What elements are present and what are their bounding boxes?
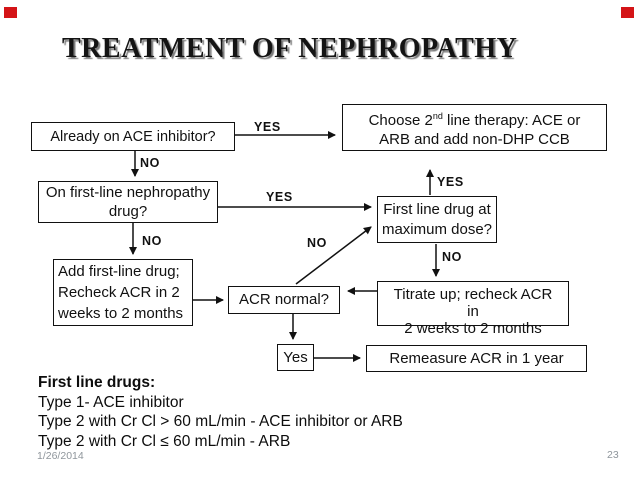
notes-line-type2-le60: Type 2 with Cr Cl ≤ 60 mL/min - ARB xyxy=(38,432,291,450)
flow-box-add-firstline-drug: Add first-line drug; Recheck ACR in 2 we… xyxy=(53,259,193,326)
edge-label-yes-top: YES xyxy=(254,120,281,134)
flow-box-text-line2: in xyxy=(467,303,479,320)
edge-label-yes-up-arrow: YES xyxy=(437,175,464,189)
flow-box-on-firstline-drug: On first-line nephropathy drug? xyxy=(38,181,218,223)
flow-box-text-line1: First line drug at xyxy=(383,200,491,218)
flow-box-text: Remeasure ACR in 1 year xyxy=(389,349,564,367)
flow-box-text-line2: ARB and add non-DHP CCB xyxy=(379,130,570,148)
flow-box-text-line1: Titrate up; recheck ACR xyxy=(393,286,553,303)
footer-date: 1/26/2014 xyxy=(37,450,84,462)
red-corner-marker-right xyxy=(621,7,634,18)
flow-box-text-line2: drug? xyxy=(108,203,148,220)
flow-box-text-line3: weeks to 2 months xyxy=(58,305,184,322)
edge-label-no-below-already: NO xyxy=(140,156,160,170)
flow-box-text: Yes xyxy=(283,348,308,366)
notes-line-type1: Type 1- ACE inhibitor xyxy=(38,393,184,411)
edge-label-no-below-firstlineq: NO xyxy=(142,234,162,248)
flow-box-text-line1: Choose 2nd line therapy: ACE or xyxy=(368,110,581,129)
flow-box-text-line1: On first-line nephropathy xyxy=(45,184,211,201)
edge-label-no-diagonal: NO xyxy=(307,236,327,250)
notes-heading: First line drugs: xyxy=(38,374,156,391)
slide-title: TREATMENT OF NEPHROPATHY xyxy=(62,33,518,64)
flow-box-max-dose: First line drug at maximum dose? xyxy=(377,196,497,243)
flow-box-remeasure-acr: Remeasure ACR in 1 year xyxy=(366,345,587,372)
flow-box-yes: Yes xyxy=(277,344,314,371)
red-corner-marker-left xyxy=(4,7,17,18)
flow-box-text-line1: Add first-line drug; xyxy=(58,263,180,280)
flow-box-titrate-up: Titrate up; recheck ACR in 2 weeks to 2 … xyxy=(377,281,569,337)
edge-label-yes-middle: YES xyxy=(266,190,293,204)
first-line-drugs-notes: First line drugs: Type 1- ACE inhibitor … xyxy=(38,373,403,451)
flow-box-already-on-ace: Already on ACE inhibitor? xyxy=(31,122,235,151)
footer-page-number: 23 xyxy=(607,449,619,461)
flow-box-acr-normal: ACR normal? xyxy=(228,286,340,314)
flow-box-text-line2: maximum dose? xyxy=(381,220,493,238)
flow-box-text: ACR normal? xyxy=(238,291,330,308)
notes-line-type2-gt60: Type 2 with Cr Cl > 60 mL/min - ACE inhi… xyxy=(38,413,403,430)
flow-box-text-line3-overflow: 2 weeks to 2 months xyxy=(404,320,542,337)
flow-box-text: Already on ACE inhibitor? xyxy=(50,128,216,145)
flow-box-choose-2nd-line: Choose 2nd line therapy: ACE or ARB and … xyxy=(342,104,607,151)
flow-box-text-line2: Recheck ACR in 2 xyxy=(58,284,180,301)
edge-label-no-below-maxdose: NO xyxy=(442,250,462,264)
superscript-nd: nd xyxy=(432,110,443,121)
